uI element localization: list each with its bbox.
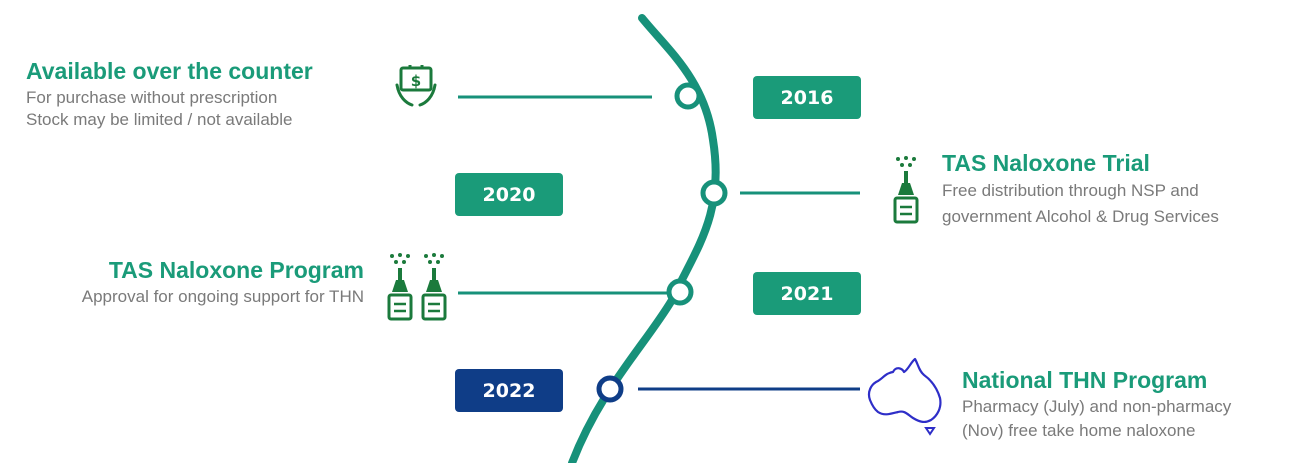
milestone-title-program: TAS Naloxone Program [108,257,364,283]
nasal-spray-pair-icon [387,253,447,321]
milestone-title-national: National THN Program [962,367,1208,393]
timeline-node-2021 [666,278,694,306]
milestone-desc-trial-line2: government Alcohol & Drug Services [942,207,1219,226]
milestone-title-otc: Available over the counter [26,58,313,84]
year-badge-2020: 2020 [455,173,563,216]
milestone-desc-national-line1: Pharmacy (July) and non-pharmacy [962,397,1232,416]
australia-map-icon [867,357,942,436]
nasal-spray-icon [893,156,919,224]
money-hand-icon: $ [395,65,437,107]
milestone-desc-otc-line2: Stock may be limited / not available [26,110,293,129]
timeline-curve [568,14,720,463]
year-badge-2021: 2021 [753,272,861,315]
milestone-title-trial: TAS Naloxone Trial [942,150,1150,176]
year-badge-2022: 2022 [455,369,563,412]
milestone-desc-trial-line1: Free distribution through NSP and [942,181,1199,200]
timeline-node-2016 [674,82,702,110]
svg-text:$: $ [411,72,421,90]
timeline-node-2022 [596,375,624,403]
milestone-desc-otc-line1: For purchase without prescription [26,88,278,107]
timeline-node-2020 [700,179,728,207]
year-badge-2016: 2016 [753,76,861,119]
milestone-desc-national-line2: (Nov) free take home naloxone [962,421,1196,440]
milestone-desc-program-line1: Approval for ongoing support for THN [81,287,364,306]
